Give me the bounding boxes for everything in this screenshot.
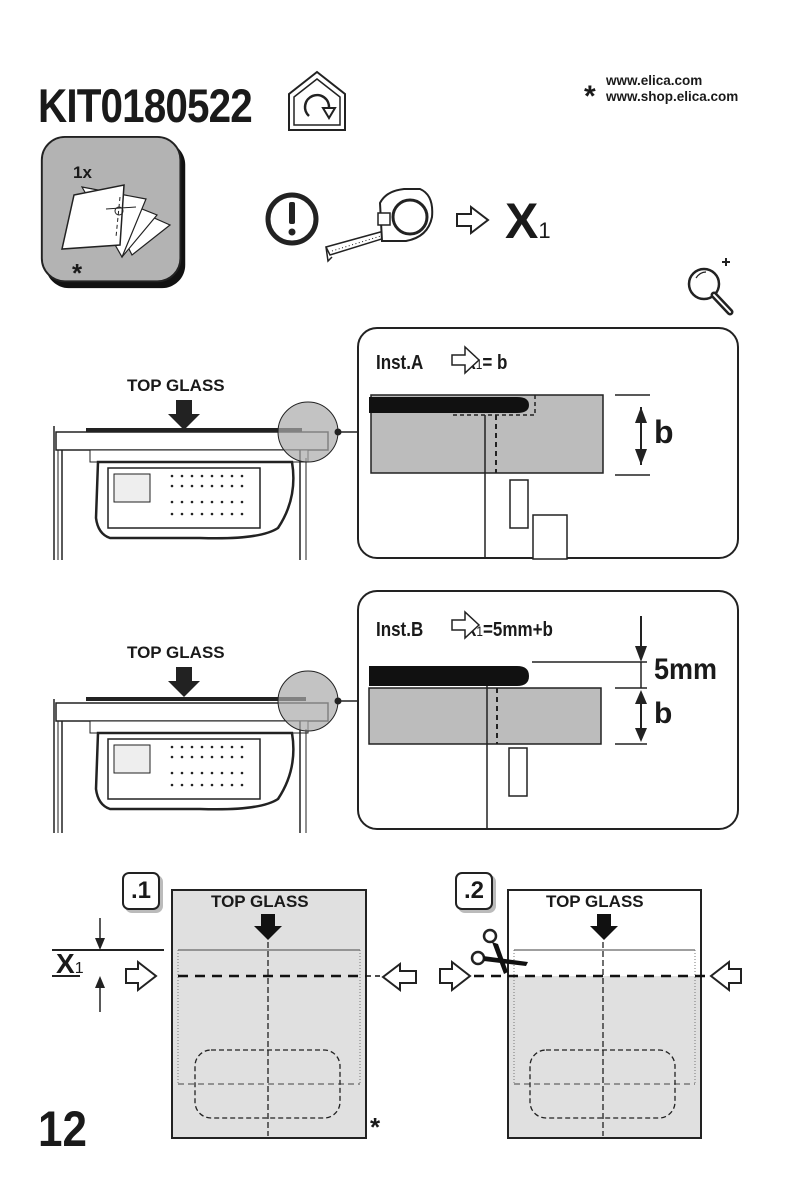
page-number: 12 [38,1101,87,1157]
formula-rest: =5mm+b [482,619,553,641]
hollow-arrow-right-icon [456,204,490,236]
house-rotate-icon [288,70,346,131]
urls-marker: * [584,80,596,113]
x-subscript: 1 [538,218,551,243]
hollow-arrow-left-icon [381,961,417,993]
formula-sub: 1 [475,356,483,372]
urls-block: www.elica.com www.shop.elica.com [606,73,738,105]
url-elica[interactable]: www.elica.com [606,73,703,88]
formula-prefix: Inst.A [376,352,423,374]
install-b-dimension-5mm: 5mm [654,653,718,686]
step-1-x1-label: X1 [56,948,84,980]
url-shop[interactable]: www.shop.elica.com [606,89,739,104]
magnifier-plus-icon[interactable] [682,256,738,318]
step-1-note-marker: * [370,1112,381,1142]
install-b-top-glass-label: TOP GLASS [127,643,225,662]
vent-holes [170,474,244,516]
step-2-template-sheet [439,889,742,1139]
formula-rest: = b [482,352,508,374]
exclamation-circle-icon [265,192,319,246]
formula-prefix: Inst.B [376,619,424,641]
kit-note-marker: * [72,258,83,288]
install-a-top-glass-label: TOP GLASS [127,376,225,395]
formula-sub: 1 [476,623,483,639]
kit-code-title: KIT0180522 [38,79,253,132]
install-b-dimension-b: b [654,697,673,730]
tape-measure-icon [324,188,434,263]
x-label: X [505,193,539,249]
install-a-detail-drawing [369,345,650,560]
step-2-badge: .2 [455,872,493,910]
paper-template-icon [61,184,172,259]
install-a-cross-section [53,400,358,560]
step-2-top-glass-label: TOP GLASS [546,892,644,911]
scissors-icon [470,928,528,974]
step-1-top-glass-label: TOP GLASS [211,892,309,911]
step-1-template-sheet [52,889,384,1139]
x-subscript: 1 [74,960,84,977]
step-1-badge: .1 [122,872,160,910]
install-b-detail-drawing [368,610,647,830]
install-a-dimension-b: b [654,414,674,450]
kit-quantity: 1x [73,163,92,182]
x-label: X [56,948,75,979]
x1-result-label: X1 [505,192,551,250]
install-b-cross-section [53,667,358,833]
